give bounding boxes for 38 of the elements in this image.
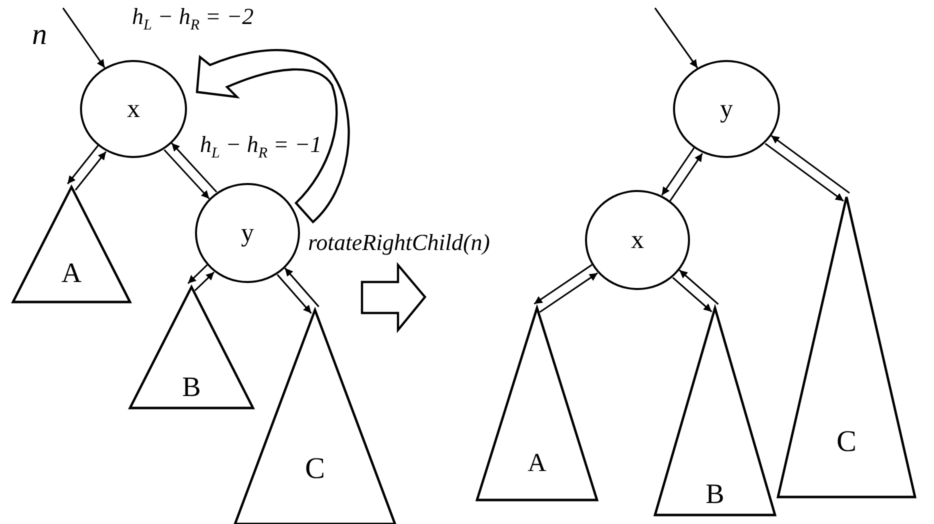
arrow: [74, 151, 107, 191]
subtree-name: C: [835, 427, 858, 457]
tree-node-circle: [195, 183, 300, 283]
subtree-name: B: [704, 481, 726, 509]
node-key: x: [127, 96, 140, 122]
operation-name: rotateRightChild(n): [308, 230, 490, 256]
arrow: [661, 147, 695, 196]
subtree-name: A: [60, 260, 83, 288]
arrow: [66, 145, 99, 184]
subtree-name: C: [304, 454, 326, 484]
arrow: [194, 272, 215, 292]
balance-formula: h$_{L}$ − h$_{R}$ = −1: [200, 132, 322, 162]
arrow: [534, 264, 592, 305]
arrow: [164, 149, 210, 200]
subtree-name: A: [526, 450, 548, 476]
arrow: [284, 268, 320, 308]
arrow: [670, 152, 704, 202]
balance-formula: h$_{L}$ − h$_{R}$ = −2: [132, 4, 254, 34]
subtree-triangle: [475, 304, 599, 502]
arrow: [171, 142, 218, 193]
subtree-triangle: [653, 304, 777, 516]
arrow: [187, 264, 208, 284]
arrow: [764, 143, 844, 202]
arrow: [654, 8, 698, 68]
node-key: y: [241, 220, 254, 246]
node-key: y: [720, 96, 733, 122]
arrow: [276, 274, 312, 314]
arrow: [62, 8, 106, 68]
subtree-name: B: [181, 374, 202, 402]
subtree-triangle: [128, 284, 255, 410]
pointer-name: n: [32, 18, 47, 51]
subtree-triangle: [776, 196, 916, 498]
arrow: [539, 272, 598, 313]
subtree-triangle: [11, 184, 132, 304]
arrow: [672, 277, 712, 312]
node-key: x: [631, 227, 644, 253]
arrow: [770, 134, 850, 194]
arrow: [678, 270, 719, 305]
